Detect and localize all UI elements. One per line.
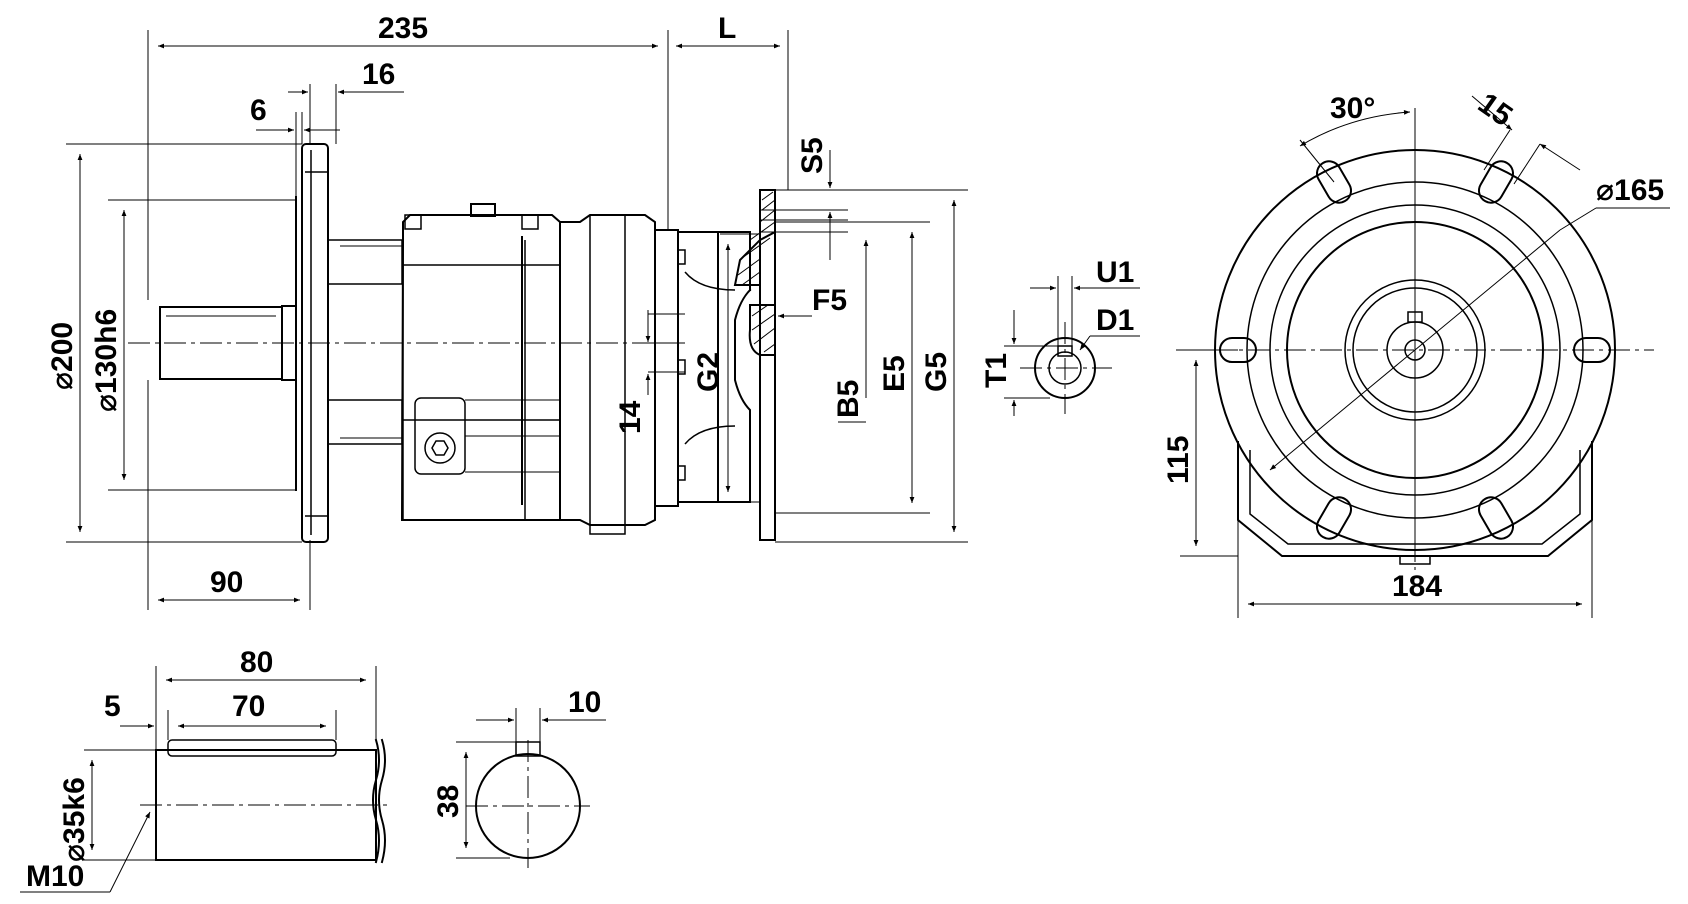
- dim-section-key-height: 38: [432, 785, 465, 818]
- dim-section-key-width: 10: [568, 686, 601, 719]
- dim-slot-width: 15: [1472, 87, 1518, 133]
- dim-center-thread: M10: [26, 860, 84, 893]
- dim-motor-bore: G2: [692, 352, 725, 392]
- side-dimensions: 235 L 16 6 90 ⌀200 ⌀130h6: [46, 12, 789, 610]
- dim-input-shaft-diameter: D1: [1096, 304, 1134, 337]
- dim-output-extension: L: [718, 12, 736, 45]
- dim-output-shaft-length: 80: [240, 646, 273, 679]
- end-view: 30° 15 ⌀165 115 184: [1162, 87, 1670, 618]
- side-intermediate-housing: [559, 214, 656, 535]
- dim-flange-thickness: 16: [362, 58, 395, 91]
- side-studs: [327, 239, 403, 445]
- motor-flange-dimensions: S5 F5 G2 B5 E5 G5: [692, 137, 968, 543]
- dim-foot-width: 184: [1392, 570, 1442, 603]
- dim-flange-diameter: ⌀200: [46, 322, 79, 390]
- dim-output-key-length: 70: [232, 690, 265, 723]
- dim-input-key-width: U1: [1096, 256, 1134, 289]
- dim-motor-bolt-circle: E5: [878, 355, 911, 392]
- dim-slot-angle: 30°: [1330, 92, 1375, 125]
- dim-spigot-diameter: ⌀130h6: [90, 309, 123, 412]
- shaft-section: 10 38: [432, 686, 606, 868]
- dim-motor-spigot-depth: F5: [812, 284, 847, 317]
- dim-output-shaft-diameter: ⌀35k6: [58, 777, 91, 862]
- side-motor-adapter: [717, 189, 848, 541]
- dim-center-offset: 14: [614, 400, 647, 434]
- side-output-flange: [295, 143, 329, 543]
- dim-motor-spigot-diameter: B5: [832, 380, 865, 418]
- dim-input-key-height: T1: [980, 353, 1013, 388]
- dim-shaft-length: 90: [210, 566, 243, 599]
- output-shaft-detail: 80 70 5 ⌀35k6 M10: [20, 646, 392, 893]
- dim-overall-length: 235: [378, 12, 428, 45]
- dim-motor-flange-thickness: S5: [796, 137, 829, 174]
- dim-center-height: 115: [1162, 436, 1195, 484]
- dim-end-bolt-circle: ⌀165: [1596, 174, 1664, 207]
- dim-spigot-depth: 6: [250, 94, 267, 127]
- side-gear-housing: [400, 203, 561, 521]
- dim-motor-flange-diameter: G5: [920, 352, 953, 392]
- side-view: [128, 143, 848, 543]
- dim-output-key-offset: 5: [104, 690, 121, 723]
- input-shaft-detail: U1 D1 T1: [980, 256, 1140, 416]
